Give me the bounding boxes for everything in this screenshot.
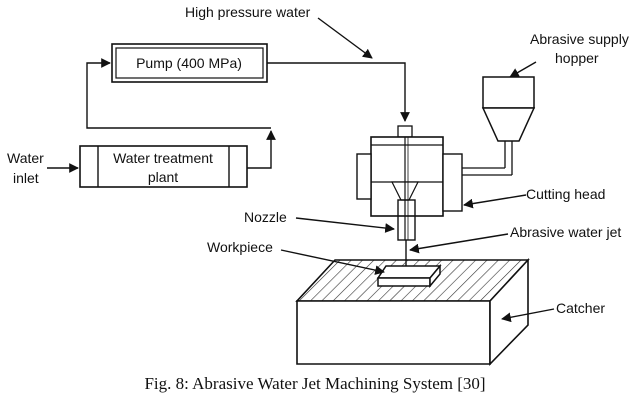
abrasive-supply-label-1: Abrasive supply xyxy=(530,31,629,47)
abrasive-jet-leader xyxy=(409,233,509,254)
workpiece-label: Workpiece xyxy=(207,239,273,255)
water-inlet-label-1: Water xyxy=(7,150,44,166)
water-treatment-label-1: Water treatment xyxy=(113,150,213,166)
pipe-pump-to-head xyxy=(267,62,410,122)
catcher-leader xyxy=(501,308,555,323)
workpiece-leader xyxy=(280,249,385,275)
abrasive-hopper xyxy=(462,76,536,176)
abrasive-supply-leader xyxy=(509,61,537,78)
figure-caption: Fig. 8: Abrasive Water Jet Machining Sys… xyxy=(144,374,486,393)
pump-box: Pump (400 MPa) xyxy=(111,43,268,83)
awj-system-diagram: Pump (400 MPa) Water treatment plant xyxy=(7,4,629,366)
high-pressure-leader xyxy=(317,17,373,59)
catcher-label: Catcher xyxy=(556,300,605,316)
water-treatment-plant-box: Water treatment plant xyxy=(79,145,248,188)
cutting-head-label: Cutting head xyxy=(526,186,605,202)
abrasive-water-jet-label: Abrasive water jet xyxy=(510,224,621,240)
pipe-riser-to-pump xyxy=(86,58,271,129)
pipe-plant-to-riser xyxy=(247,130,276,169)
cutting-head-leader xyxy=(463,194,527,209)
workpiece xyxy=(376,263,442,289)
nozzle-leader xyxy=(295,217,395,233)
cutting-head xyxy=(356,125,463,241)
water-inlet-label-2: inlet xyxy=(13,170,39,186)
nozzle-label: Nozzle xyxy=(244,209,287,225)
water-treatment-label-2: plant xyxy=(148,169,178,185)
high-pressure-water-label: High pressure water xyxy=(185,4,311,20)
abrasive-supply-label-2: hopper xyxy=(555,50,599,66)
pump-label: Pump (400 MPa) xyxy=(136,55,242,71)
